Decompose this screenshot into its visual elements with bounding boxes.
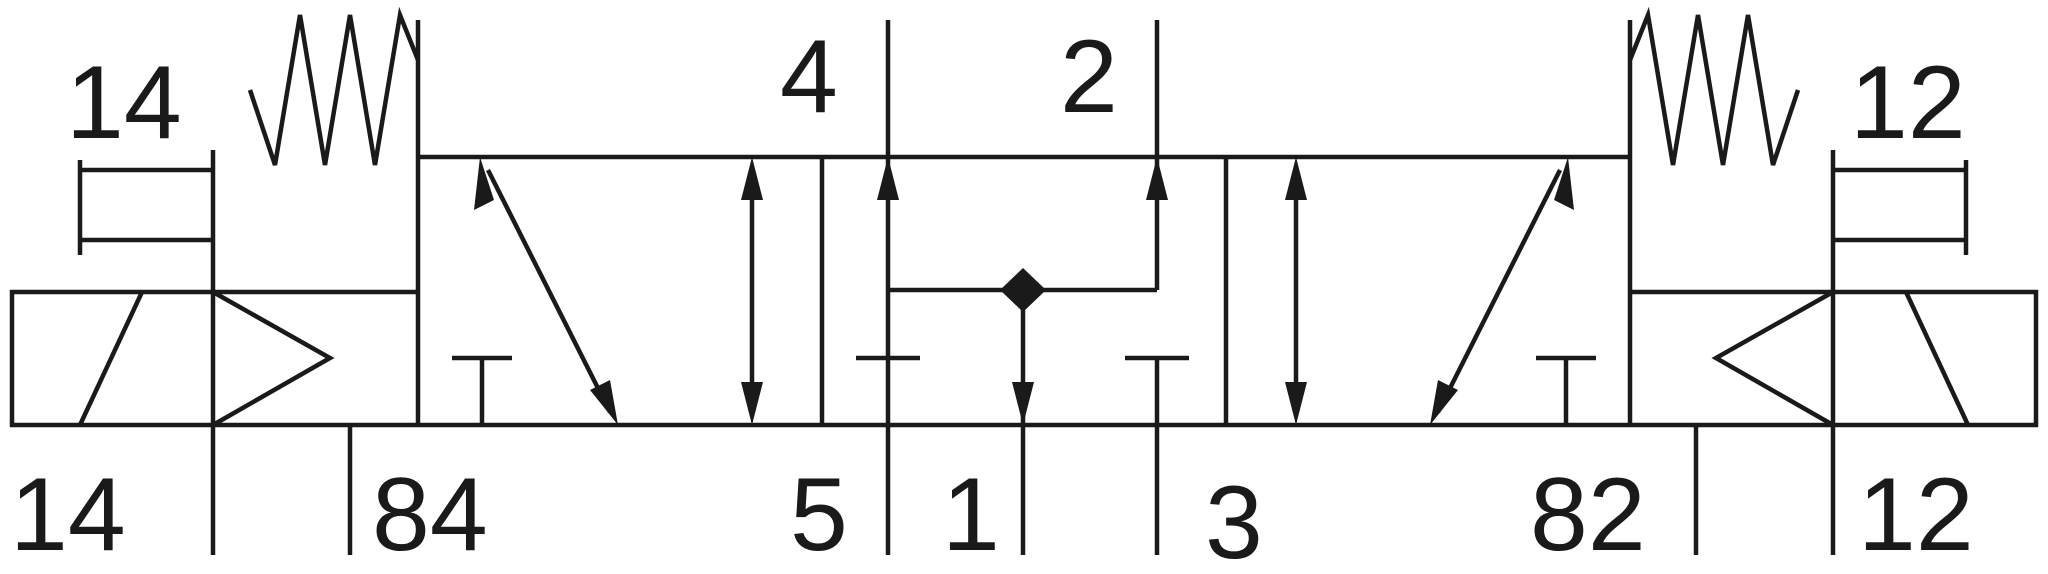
- label-port-1: 1: [942, 457, 1000, 573]
- left-manual-override: [77, 160, 213, 255]
- right-pilot-triangle: [1711, 290, 1835, 427]
- right-position-blocked-port: [1536, 355, 1596, 425]
- label-port-2: 2: [1060, 19, 1118, 135]
- left-position-blocked-port: [452, 355, 512, 425]
- label-pilot-exhaust-82: 82: [1530, 457, 1646, 573]
- left-diagonal-flow-line: [485, 168, 613, 414]
- right-actuator: [1627, 6, 2039, 555]
- label-port-5: 5: [790, 457, 848, 573]
- right-diagonal-arrowhead-top: [1554, 157, 1574, 210]
- left-vertical-arrowhead-bottom: [741, 382, 763, 425]
- label-port-4: 4: [780, 19, 838, 135]
- valve-body: [415, 20, 1633, 428]
- label-port-3: 3: [1205, 465, 1263, 574]
- valve-outline: [415, 20, 1633, 428]
- port-4-arrowhead: [877, 157, 899, 200]
- left-solenoid-coil: [77, 291, 145, 426]
- right-vertical-arrowhead-top: [1285, 157, 1307, 200]
- right-spring: [1627, 6, 1801, 166]
- left-spring: [247, 6, 421, 166]
- right-manual-override: [1833, 160, 1969, 255]
- port-2-arrowhead: [1146, 157, 1168, 200]
- port-1-arrowhead: [1012, 382, 1034, 425]
- left-diagonal-arrowhead-bottom: [590, 380, 618, 425]
- label-pilot-left-top: 14: [66, 45, 182, 161]
- left-actuator: [9, 6, 421, 555]
- left-vertical-arrowhead-top: [741, 157, 763, 200]
- right-diagonal-flow-line: [1435, 168, 1563, 414]
- left-diagonal-arrowhead-top: [474, 157, 494, 210]
- right-position: [1285, 157, 1596, 425]
- label-pilot-left-bottom: 14: [10, 457, 126, 573]
- left-pilot-triangle: [211, 290, 335, 427]
- label-pilot-right-bottom: 12: [1858, 457, 1974, 573]
- check-valve-ball: [1000, 268, 1046, 312]
- label-pilot-right-top: 12: [1850, 45, 1966, 161]
- right-vertical-arrowhead-bottom: [1285, 382, 1307, 425]
- right-solenoid-coil: [1903, 291, 1971, 426]
- center-position: [856, 20, 1189, 555]
- label-pilot-exhaust-84: 84: [372, 457, 488, 573]
- left-position: [452, 157, 763, 425]
- right-diagonal-arrowhead-bottom: [1430, 380, 1458, 425]
